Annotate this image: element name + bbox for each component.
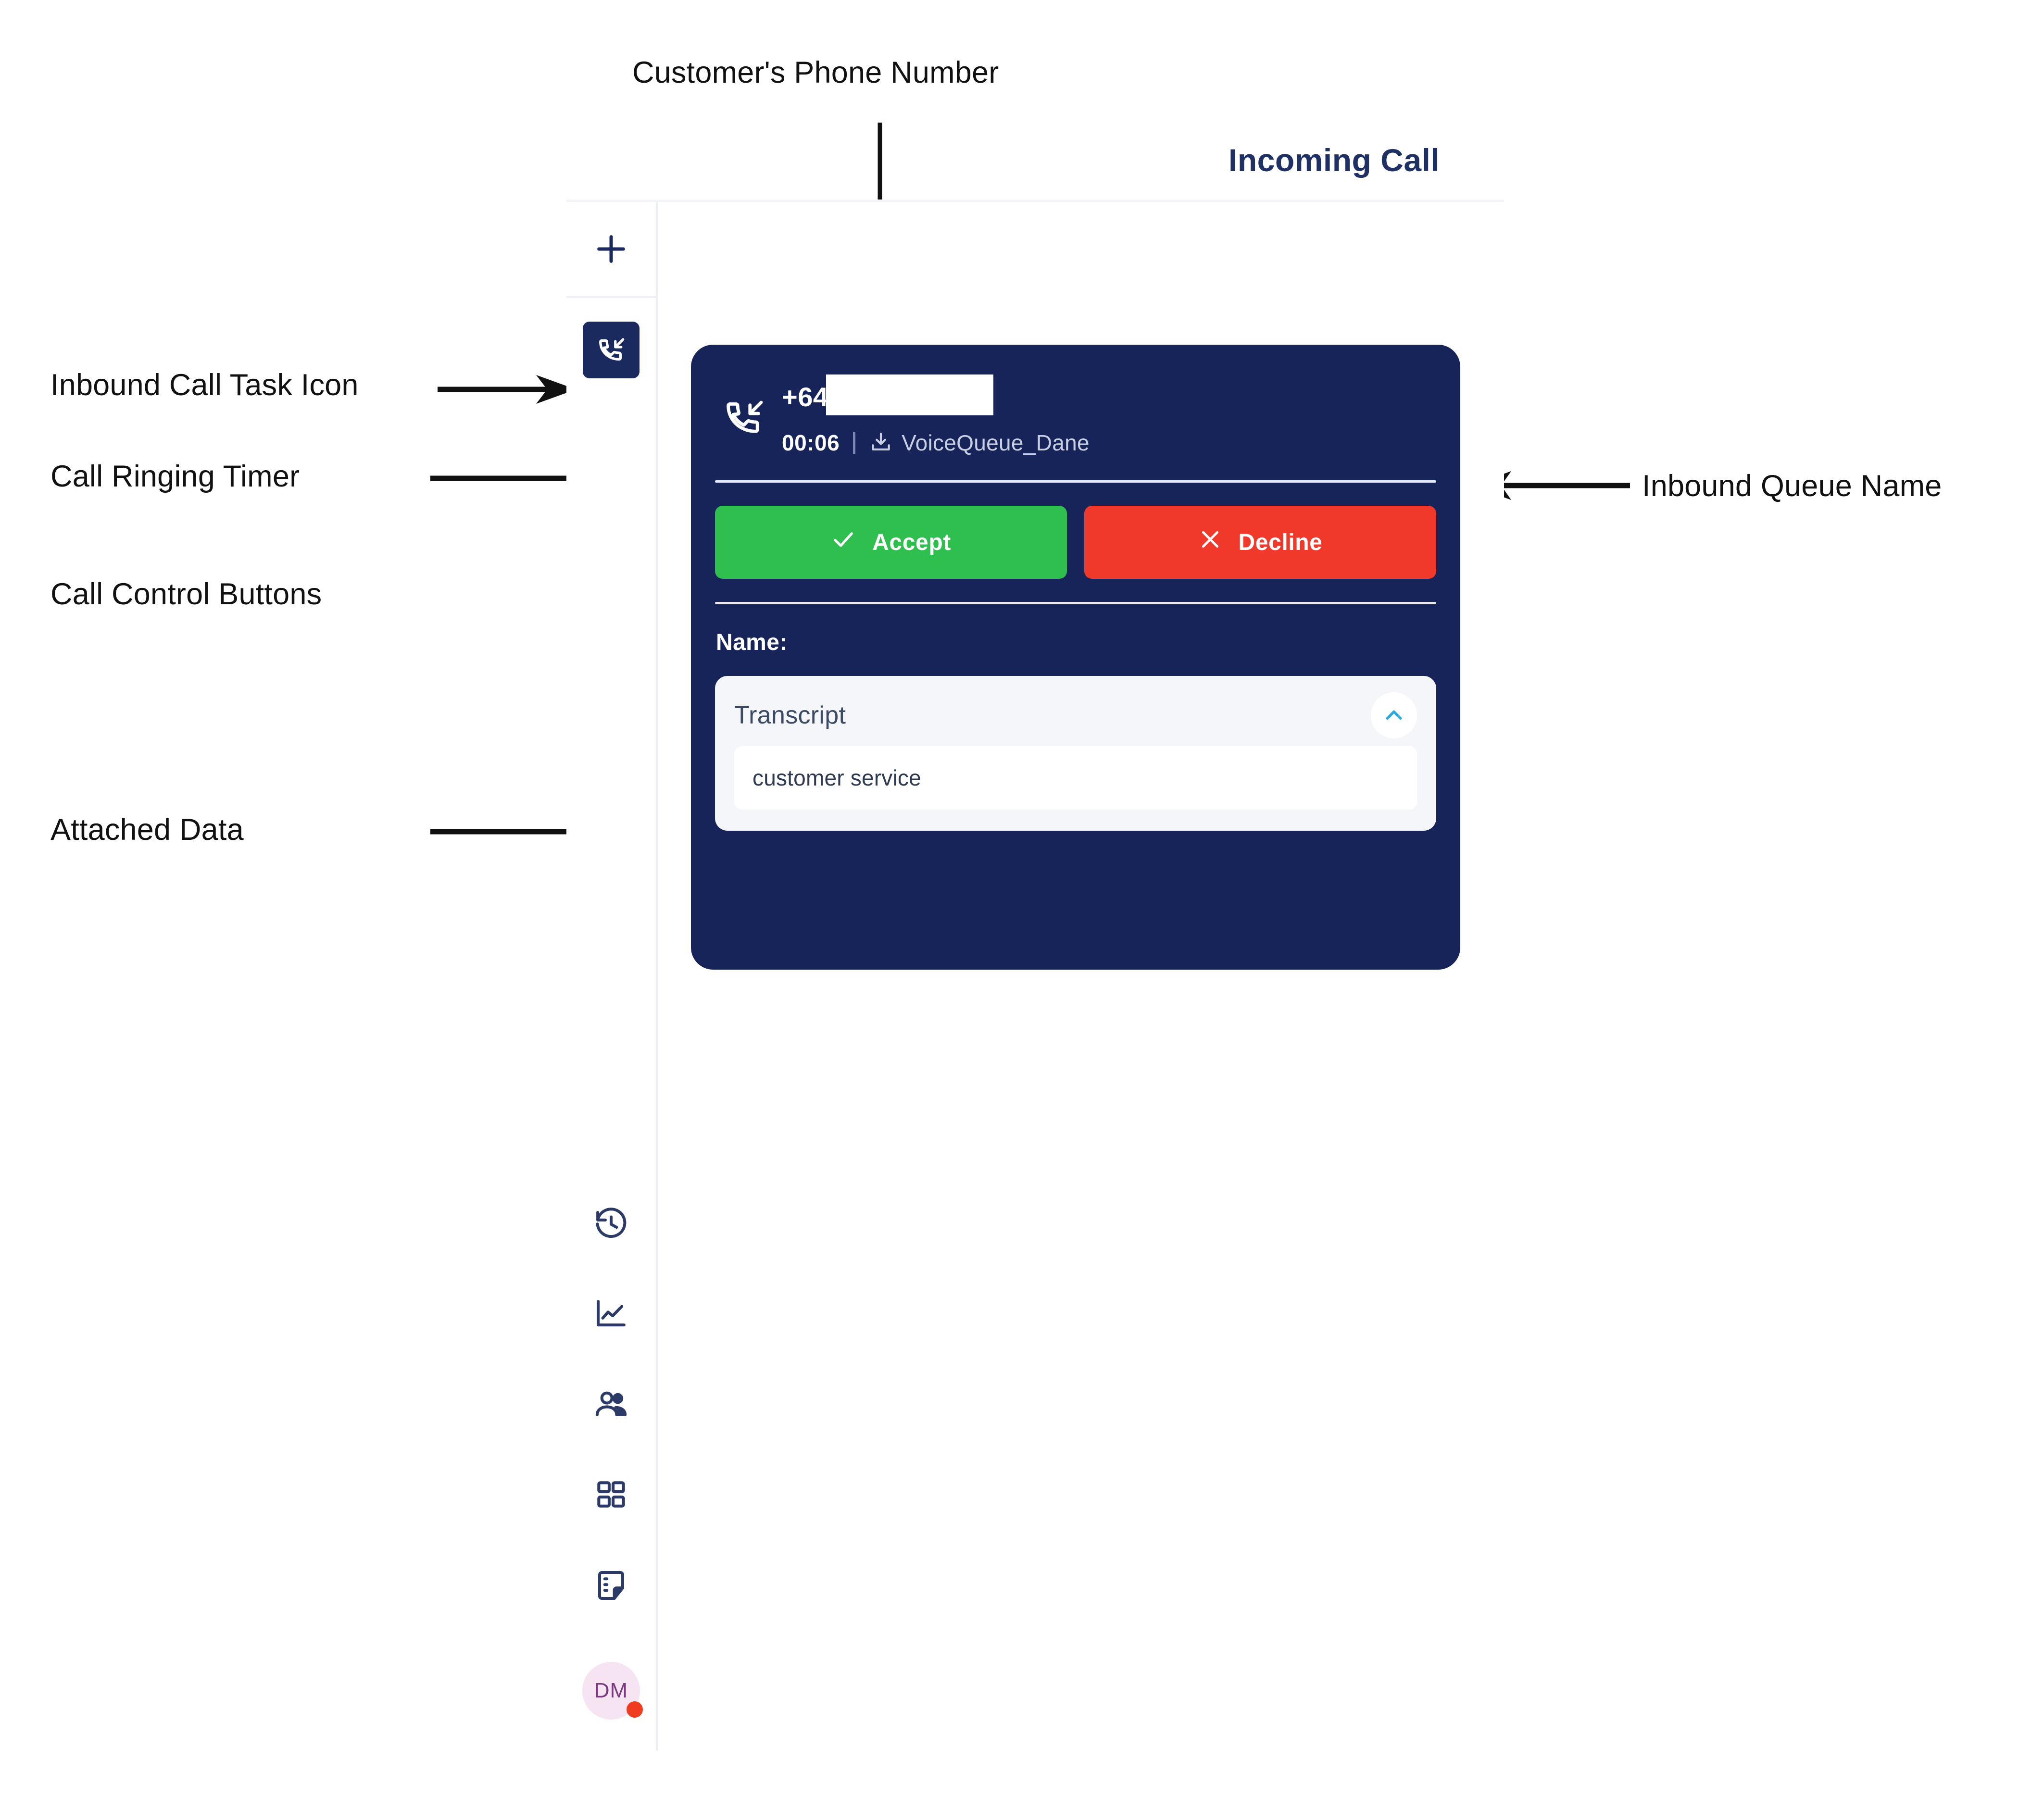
inbound-call-task-tile[interactable] [583, 321, 640, 378]
annotation-label-call-control-buttons: Call Control Buttons [50, 577, 322, 611]
app-top-divider [566, 200, 1504, 202]
plus-icon [593, 231, 629, 267]
call-meta-row: 00:06 VoiceQueue_Dane [782, 428, 1460, 457]
call-card-header: +64 00:06 VoiceQueue_Dane [691, 345, 1460, 457]
inbound-queue-icon [869, 431, 893, 455]
meta-divider [853, 432, 856, 454]
close-icon [1198, 527, 1222, 557]
add-task-button[interactable] [566, 202, 656, 298]
avatar[interactable]: DM [582, 1662, 643, 1720]
transcript-value: customer service [752, 765, 921, 790]
decline-call-button[interactable]: Decline [1084, 506, 1436, 579]
attached-data-transcript-panel: Transcript customer service [715, 676, 1436, 831]
inbound-call-icon [595, 334, 627, 366]
annotation-label-inbound-queue-name: Inbound Queue Name [1642, 469, 1942, 503]
annotation-label-customers-phone-number: Customer's Phone Number [632, 56, 999, 89]
attached-data-name-label: Name: [716, 630, 788, 655]
sidebar-item-analytics[interactable] [566, 1269, 656, 1360]
decline-call-label: Decline [1238, 529, 1323, 555]
avatar-button[interactable]: DM [566, 1631, 656, 1751]
transcript-title: Transcript [734, 701, 846, 729]
call-ringing-timer: 00:06 [782, 430, 840, 455]
inbound-call-direction-icon [717, 395, 770, 441]
avatar-initials: DM [594, 1679, 628, 1702]
call-control-buttons: Accept Decline [715, 506, 1436, 579]
page-title: Incoming Call [1229, 142, 1440, 178]
annotation-arrow-right-task-icon [438, 375, 576, 404]
sidebar-item-history[interactable] [566, 1179, 656, 1269]
chevron-up-icon [1382, 703, 1406, 728]
sidebar-item-notes[interactable] [566, 1540, 656, 1631]
contacts-icon [593, 1386, 629, 1423]
analytics-chart-icon [593, 1296, 629, 1333]
accept-call-button[interactable]: Accept [715, 506, 1067, 579]
annotation-label-inbound-call-task-icon: Inbound Call Task Icon [50, 368, 359, 402]
customer-phone-number-row: +64 [782, 374, 1460, 416]
accept-call-label: Accept [872, 529, 951, 555]
customer-phone-number: +64 [782, 382, 828, 412]
status-badge [627, 1701, 643, 1718]
sidebar-item-contacts[interactable] [566, 1360, 656, 1450]
transcript-header: Transcript [734, 692, 1417, 738]
check-icon [831, 527, 856, 558]
notes-icon [594, 1568, 628, 1603]
annotation-label-call-ringing-timer: Call Ringing Timer [50, 460, 300, 493]
card-divider-bottom [715, 602, 1436, 604]
card-divider-top [715, 480, 1436, 483]
sidebar-item-inbound-call-task[interactable] [566, 298, 656, 401]
sidebar-item-apps[interactable] [566, 1450, 656, 1540]
apps-grid-icon [594, 1478, 628, 1512]
incoming-call-card: +64 00:06 VoiceQueue_Dane [691, 345, 1460, 970]
history-icon [593, 1206, 629, 1242]
inbound-queue-name: VoiceQueue_Dane [902, 430, 1090, 455]
sidebar: DM [566, 202, 658, 1751]
transcript-collapse-button[interactable] [1371, 692, 1417, 738]
annotation-label-attached-data: Attached Data [50, 813, 244, 847]
phone-number-redaction [826, 374, 993, 415]
transcript-value-field[interactable]: customer service [734, 746, 1417, 810]
